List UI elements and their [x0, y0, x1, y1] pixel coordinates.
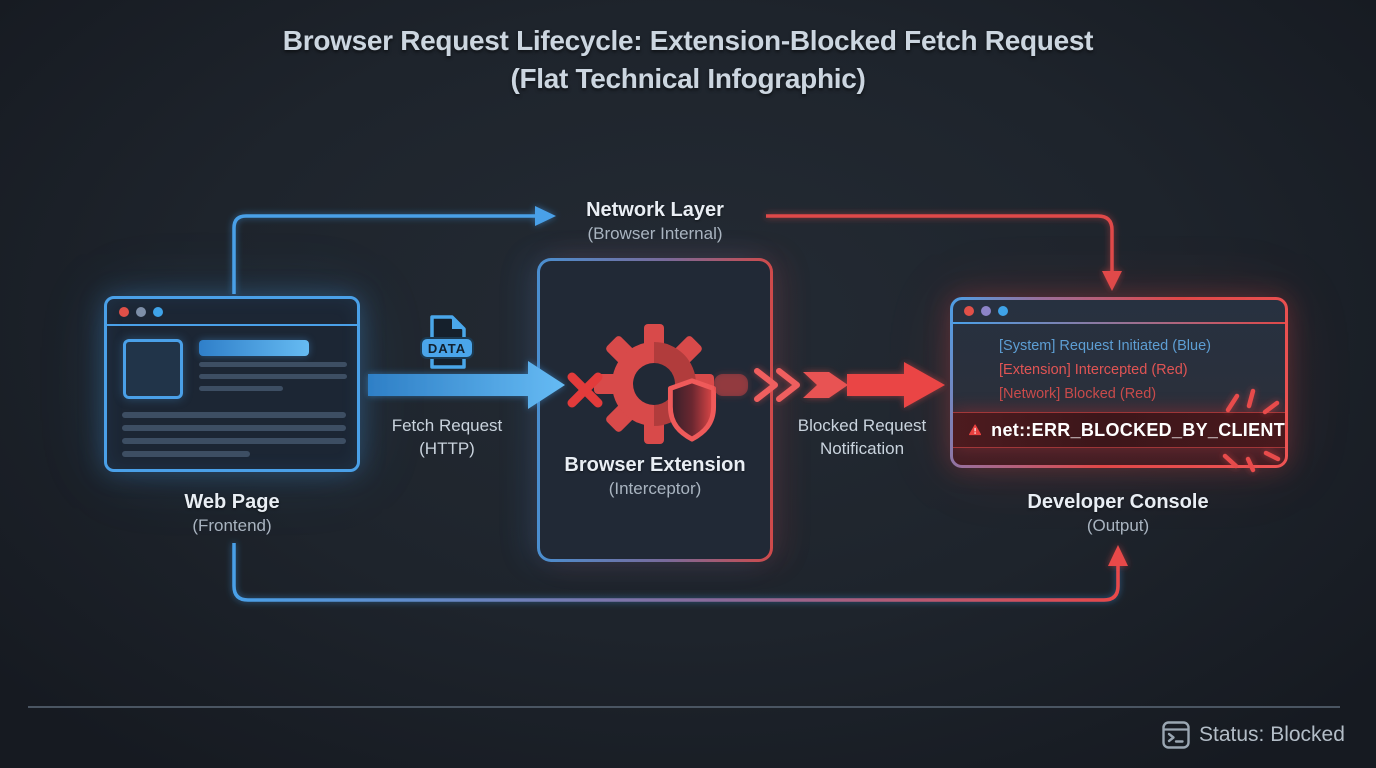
webpage-text-line: [122, 451, 250, 457]
arrowhead-down-red: [1102, 271, 1122, 291]
shield-icon: [667, 378, 717, 442]
window-dot-blue: [153, 307, 163, 317]
browser-extension-title: Browser Extension: [564, 454, 746, 476]
webpage-heading-bar: [199, 340, 309, 356]
warning-triangle-icon: [969, 424, 982, 436]
web-page-title: Web Page: [184, 491, 280, 513]
window-dot-red: [119, 307, 129, 317]
blocked-notification-line-1: Blocked Request: [797, 416, 927, 435]
page-title: Browser Request Lifecycle: Extension-Blo…: [0, 22, 1376, 98]
developer-console-label: Developer Console (Output): [1018, 490, 1218, 538]
data-badge-text: DATA: [428, 341, 466, 356]
webpage-text-line: [122, 438, 346, 444]
web-page-titlebar: [107, 299, 357, 326]
browser-extension-box-inner: Browser Extension (Interceptor): [540, 261, 770, 559]
blocked-x-icon: [567, 372, 603, 408]
fetch-request-label: Fetch Request (HTTP): [357, 414, 537, 460]
edge-network-to-console: [766, 214, 1122, 291]
webpage-text-line: [199, 386, 283, 391]
developer-console-inner: [System] Request Initiated (Blue) [Exten…: [953, 300, 1285, 465]
chevron-right-icon: [776, 368, 800, 402]
console-error-bar: net::ERR_BLOCKED_BY_CLIENT: [953, 412, 1285, 448]
blocked-notification-label: Blocked Request Notification: [762, 414, 962, 460]
arrowhead-up-red: [1108, 545, 1128, 566]
browser-extension-label: Browser Extension (Interceptor): [540, 453, 770, 501]
window-dot-blue: [998, 306, 1008, 316]
status-text: Status: Blocked: [1199, 723, 1345, 746]
console-error-text: net::ERR_BLOCKED_BY_CLIENT: [991, 419, 1285, 440]
web-page-label: Web Page (Frontend): [132, 490, 332, 538]
network-layer-subtitle: (Browser Internal): [587, 224, 723, 243]
network-layer-label: Network Layer (Browser Internal): [540, 198, 770, 246]
webpage-text-line: [199, 362, 347, 367]
terminal-icon: [1162, 721, 1190, 749]
webpage-image-placeholder: [123, 339, 183, 399]
window-dot-gray: [136, 307, 146, 317]
data-file-icon: DATA: [420, 315, 474, 369]
fetch-request-line-2: (HTTP): [419, 439, 475, 458]
developer-console-window: [System] Request Initiated (Blue) [Exten…: [950, 297, 1288, 468]
title-line-2: (Flat Technical Infographic): [510, 63, 866, 94]
console-log-line: [Network] Blocked (Red): [999, 386, 1157, 402]
web-page-subtitle: (Frontend): [192, 516, 272, 535]
webpage-text-line: [122, 412, 346, 418]
webpage-text-line: [122, 425, 346, 431]
window-dot-red: [964, 306, 974, 316]
browser-extension-subtitle: (Interceptor): [608, 479, 702, 498]
fetch-request-line-1: Fetch Request: [391, 416, 503, 435]
developer-console-subtitle: (Output): [1086, 516, 1150, 535]
footer-divider: [28, 706, 1340, 708]
edge-webpage-to-network: [232, 206, 556, 294]
blocked-notification-line-2: Notification: [819, 439, 905, 458]
window-dot-purple: [981, 306, 991, 316]
status-bar: Status: Blocked: [1162, 721, 1345, 749]
webpage-text-line: [199, 374, 347, 379]
title-line-1: Browser Request Lifecycle: Extension-Blo…: [282, 25, 1094, 56]
console-log-line: [Extension] Intercepted (Red): [999, 362, 1188, 378]
console-titlebar: [953, 300, 1285, 324]
browser-extension-box: Browser Extension (Interceptor): [537, 258, 773, 562]
console-log-line: [System] Request Initiated (Blue): [999, 338, 1211, 354]
developer-console-title: Developer Console: [1027, 491, 1209, 513]
network-layer-title: Network Layer: [586, 199, 724, 221]
web-page-window: [104, 296, 360, 472]
